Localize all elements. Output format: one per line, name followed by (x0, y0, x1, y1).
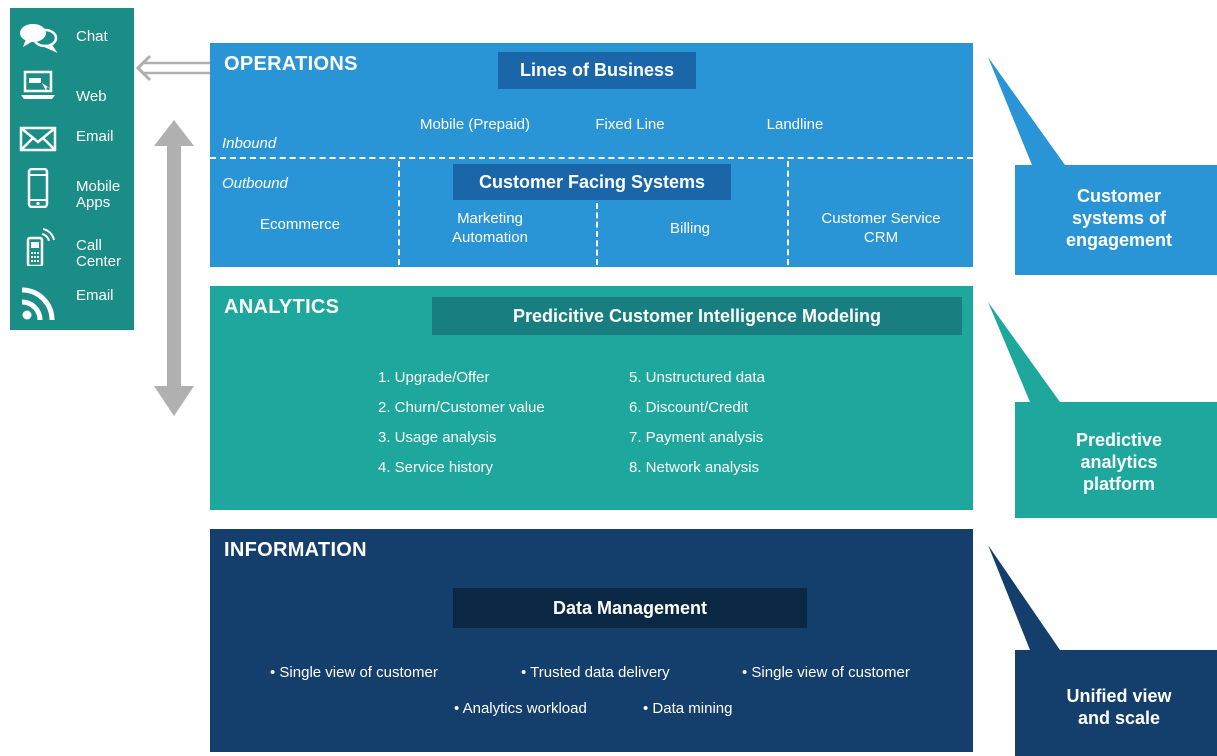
system-item: Customer Service CRM (821, 210, 941, 246)
system-item: Marketing Automation (452, 210, 528, 246)
channel-label: Web (76, 88, 107, 105)
information-item: • Single view of customer (742, 664, 910, 681)
callout-label: Customer systems of engagement (1065, 186, 1173, 250)
line-of-business-item: Landline (766, 116, 824, 133)
channels-panel: Chat Web Email Mobile Apps (10, 8, 134, 330)
predictive-modeling-box: Predicitive Customer Intelligence Modeli… (432, 297, 962, 335)
analytics-item: 1. Upgrade/Offer (378, 369, 490, 386)
analytics-item: 6. Discount/Credit (629, 399, 749, 416)
analytics-item: 4. Service history (378, 459, 494, 476)
phone-handset-icon (26, 228, 55, 266)
information-item: • Single view of customer (270, 664, 438, 681)
lines-of-business-box: Lines of Business (498, 52, 696, 89)
channel-label: Mobile Apps (76, 178, 121, 211)
analytics-item: 3. Usage analysis (378, 429, 497, 446)
information-item: • Trusted data delivery (521, 664, 670, 681)
outbound-label: Outbound (222, 175, 288, 192)
channel-label: Email (76, 287, 114, 304)
inbound-label: Inbound (222, 135, 277, 152)
information-title: INFORMATION (224, 539, 367, 561)
vertical-double-arrow (154, 120, 194, 416)
smartphone-icon (27, 168, 49, 208)
customer-facing-systems-box: Customer Facing Systems (453, 164, 731, 200)
analytics-item: 8. Network analysis (629, 459, 760, 476)
channel-label: Chat (76, 28, 108, 45)
operations-title: OPERATIONS (224, 53, 358, 75)
information-item: • Analytics workload (454, 700, 587, 717)
line-of-business-item: Fixed Line (595, 116, 665, 133)
chat-bubbles-icon (20, 24, 58, 53)
inbound-outbound-divider (210, 157, 973, 159)
channel-label: Call Center (76, 237, 122, 270)
rss-feed-icon (21, 287, 55, 321)
system-divider (596, 203, 598, 265)
analytics-item: 2. Churn/Customer value (378, 399, 545, 416)
information-item: • Data mining (643, 700, 733, 717)
system-divider (398, 161, 400, 265)
information-panel: INFORMATION Data Management • Single vie… (210, 529, 973, 752)
envelope-icon (19, 126, 57, 152)
line-of-business-item: Mobile (Prepaid) (419, 116, 531, 133)
callout-label: Unified view and scale (1066, 686, 1172, 728)
analytics-title: ANALYTICS (224, 296, 340, 318)
analytics-panel: ANALYTICS Predicitive Customer Intellige… (210, 286, 973, 510)
double-line-arrow (135, 54, 210, 82)
analytics-item: 7. Payment analysis (629, 429, 764, 446)
system-item: Billing (669, 220, 711, 237)
callout-analytics (988, 302, 1217, 518)
callout-engagement (988, 57, 1217, 275)
laptop-web-icon (21, 70, 55, 99)
callout-unified (988, 545, 1217, 756)
system-item: Ecommerce (259, 216, 341, 233)
channel-label: Email (76, 128, 114, 145)
analytics-item: 5. Unstructured data (629, 369, 765, 386)
connector-arrows (135, 54, 210, 416)
system-divider (787, 161, 789, 265)
data-management-box: Data Management (453, 588, 807, 628)
callout-label: Predictive analytics platform (1075, 430, 1163, 494)
operations-panel: OPERATIONS Lines of Business Mobile (Pre… (210, 43, 973, 267)
